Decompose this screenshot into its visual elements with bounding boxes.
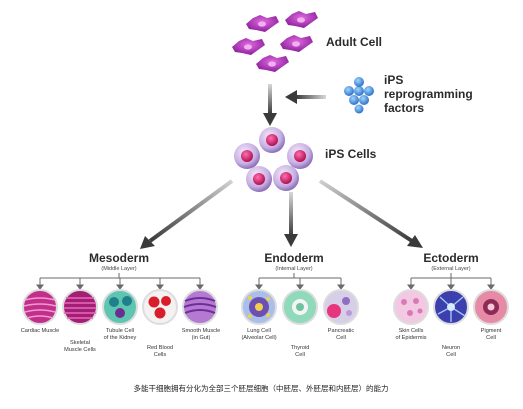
adult-cell-icon <box>256 55 289 72</box>
cell-label-skin-l1: Skin Cells <box>399 328 424 334</box>
cell-label-thyroid-l2: Cell <box>295 352 305 358</box>
cell-label-pigment-l1: Pigment <box>481 328 502 334</box>
factors-label-line2: reprogramming <box>384 87 473 101</box>
ectoderm-subtitle: (External Layer) <box>431 266 470 272</box>
cell-label-lung-l1: Lung Cell <box>247 328 271 334</box>
lung-alveolar-cell <box>241 289 277 325</box>
cell-label-smooth-l2: (in Gut) <box>192 335 211 341</box>
ectoderm-title: Ectoderm <box>423 251 478 265</box>
endoderm-title: Endoderm <box>264 251 323 265</box>
cell-label-skin-l2: of Epidermis <box>395 335 426 341</box>
cell-label-thyroid-l1: Thyroid <box>291 345 310 351</box>
cell-label-lung-l2: (Alveolar Cell) <box>241 335 276 341</box>
reprogramming-factors-icon <box>344 77 374 114</box>
red-blood-cells <box>142 289 178 325</box>
factors-arrow <box>285 90 326 104</box>
adult-cell-icon <box>280 35 313 52</box>
arrow-to-endoderm <box>284 192 298 247</box>
cell-label-rbc-l2: Cells <box>154 352 167 358</box>
ips-cell-cluster <box>234 127 313 192</box>
adult-cell-icon <box>232 38 265 55</box>
cell-label-pancreatic-l1: Pancreatic <box>328 328 355 334</box>
cell-label-neuron-l1: Neuron <box>442 345 460 351</box>
cell-label-smooth-l1: Smooth Muscle <box>182 328 221 334</box>
endoderm-branch-lines <box>255 273 345 290</box>
figure-caption: 多能干细胞拥有分化为全部三个胚层细胞（中胚层、外胚层和内胚层）的能力 <box>134 383 389 393</box>
pigment-cell <box>473 289 509 325</box>
neuron-cell <box>433 289 469 325</box>
arrow-to-ectoderm <box>318 179 423 248</box>
cell-label-cardiac-muscle: Cardiac Muscle <box>21 328 60 334</box>
adult-to-ips-arrow <box>263 84 277 126</box>
adult-cell-label: Adult Cell <box>326 35 382 49</box>
smooth-muscle-cell <box>182 289 218 325</box>
mesoderm-branch-lines <box>36 273 204 290</box>
mesoderm-subtitle: (Middle Layer) <box>101 266 136 272</box>
factors-label-line1: iPS <box>384 73 403 87</box>
cell-label-tubule-l1: Tubule Cell <box>106 328 134 334</box>
cell-label-pigment-l2: Cell <box>486 335 496 341</box>
thyroid-cell <box>282 289 318 325</box>
adult-cell-cluster <box>232 11 318 72</box>
ips-cells-label: iPS Cells <box>325 147 377 161</box>
cell-label-skeletal-l1: Skeletal <box>70 340 90 346</box>
skeletal-muscle-cell <box>62 289 98 325</box>
cell-label-pancreatic-l2: Cell <box>336 335 346 341</box>
adult-cell-icon <box>246 15 279 32</box>
cell-label-tubule-l2: of the Kidney <box>104 335 137 341</box>
mesoderm-title: Mesoderm <box>89 251 149 265</box>
factors-label-line3: factors <box>384 101 424 115</box>
skin-epidermis-cell <box>393 289 429 325</box>
ectoderm-branch-lines <box>407 273 495 290</box>
kidney-tubule-cell <box>102 289 138 325</box>
adult-cell-icon <box>285 11 318 28</box>
cell-label-neuron-l2: Cell <box>446 352 456 358</box>
cell-label-skeletal-l2: Muscle Cells <box>64 347 96 353</box>
cardiac-muscle-cell <box>22 289 58 325</box>
arrow-to-mesoderm <box>140 179 234 249</box>
endoderm-subtitle: (Internal Layer) <box>275 266 312 272</box>
pancreatic-cell <box>323 289 359 325</box>
cell-label-rbc-l1: Red Blood <box>147 345 173 351</box>
